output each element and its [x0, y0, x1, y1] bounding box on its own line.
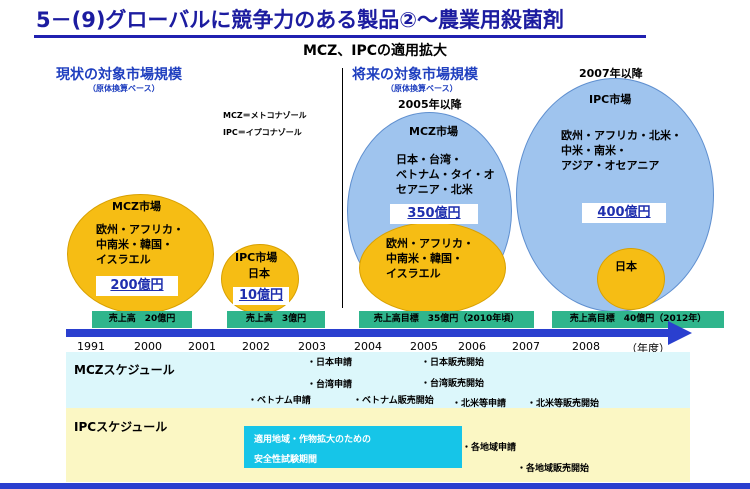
ipc-event: ・各地域申請 — [462, 443, 517, 453]
current-market-heading: 現状の対象市場規模 — [56, 67, 182, 83]
legend-ipc: IPC＝イプコナゾール — [223, 128, 302, 137]
page-title: 5－(9)グローバルに競争力のある製品②～農業用殺菌剤 — [36, 8, 564, 32]
year-label: 2007 — [512, 340, 540, 353]
timeline-arrowhead — [668, 321, 692, 345]
current-market-note: （原体換算ベース） — [88, 84, 160, 93]
future-mcz-value: 350億円 — [390, 204, 478, 224]
ipc-schedule-label: IPCスケジュール — [74, 420, 168, 434]
future-market-heading: 将来の対象市場規模 — [352, 67, 478, 83]
sales-target-ipc: 売上高目標 40億円（2012年） — [552, 311, 724, 328]
current-ipc-region: 日本 — [248, 267, 270, 280]
mcz-event: ・北米等販売開始 — [527, 399, 600, 409]
future-mcz-existing-region-1: 欧州・アフリカ・ — [386, 237, 474, 250]
safety-trial-line-1: 適用地域・作物拡大のための — [254, 435, 372, 445]
future-mcz-label: MCZ市場 — [409, 125, 458, 138]
future-market-note: （原体換算ベース） — [386, 84, 458, 93]
mcz-event: ・日本申請 — [307, 358, 353, 368]
future-ipc-new-region-2: 中米・南米・ — [561, 144, 627, 157]
future-ipc-existing-region: 日本 — [615, 260, 637, 273]
year-label: 1991 — [77, 340, 105, 353]
mcz-event: ・ベトナム販売開始 — [353, 396, 434, 406]
future-mcz-new-region-3: セアニア・北米 — [396, 183, 473, 196]
future-ipc-new-region-3: アジア・オセアニア — [561, 159, 660, 172]
year-label: 2008 — [572, 340, 600, 353]
year-label: 2001 — [188, 340, 216, 353]
year-label: 2003 — [298, 340, 326, 353]
section-divider — [342, 68, 343, 308]
year-unit-label: （年度） — [626, 342, 670, 355]
safety-trial-line-2: 安全性試験期間 — [254, 455, 318, 465]
safety-trial-period-box: 適用地域・作物拡大のための 安全性試験期間 — [244, 426, 462, 468]
mcz-schedule-label: MCZスケジュール — [74, 363, 175, 377]
year-label: 2006 — [458, 340, 486, 353]
future-mcz-new-region-2: ベトナム・タイ・オ — [396, 168, 495, 181]
legend-mcz: MCZ＝メトコナゾール — [223, 111, 307, 120]
current-ipc-value: 10億円 — [233, 287, 289, 305]
future-ipc-label: IPC市場 — [589, 93, 632, 106]
mcz-schedule-band — [66, 352, 690, 408]
future-ipc-new-region-1: 欧州・アフリカ・北米・ — [561, 129, 682, 142]
mcz-future-year-label: 2005年以降 — [398, 98, 462, 111]
future-mcz-new-region-1: 日本・台湾・ — [396, 153, 462, 166]
current-ipc-label: IPC市場 — [235, 251, 278, 264]
current-mcz-label: MCZ市場 — [112, 200, 161, 213]
current-mcz-region-3: イスラエル — [96, 253, 151, 266]
mcz-event: ・日本販売開始 — [421, 358, 485, 368]
future-mcz-existing-circle — [359, 222, 506, 314]
timeline-arrow — [66, 329, 672, 337]
future-ipc-value: 400億円 — [582, 203, 666, 223]
year-label: 2002 — [242, 340, 270, 353]
mcz-event: ・ベトナム申請 — [248, 396, 311, 406]
mcz-event: ・北米等申請 — [452, 399, 507, 409]
future-mcz-existing-region-2: 中南米・韓国・ — [386, 252, 463, 265]
current-mcz-value: 200億円 — [96, 276, 178, 296]
future-mcz-existing-region-3: イスラエル — [386, 267, 441, 280]
current-mcz-region-2: 中南米・韓国・ — [96, 238, 173, 251]
future-ipc-existing-circle — [597, 248, 665, 310]
title-underline — [34, 35, 646, 38]
sales-target-mcz: 売上高目標 35億円（2010年頃） — [359, 311, 534, 328]
sales-current-ipc: 売上高 3億円 — [227, 311, 325, 328]
mcz-event: ・台湾申請 — [307, 380, 353, 390]
year-label: 2004 — [354, 340, 382, 353]
ipc-event: ・各地域販売開始 — [517, 464, 590, 474]
year-label: 2005 — [410, 340, 438, 353]
current-mcz-region-1: 欧州・アフリカ・ — [96, 223, 184, 236]
bottom-rule — [0, 483, 750, 489]
sales-current-mcz: 売上高 20億円 — [92, 311, 192, 328]
slide-subtitle: MCZ、IPCの適用拡大 — [302, 43, 448, 59]
year-label: 2000 — [134, 340, 162, 353]
ipc-future-year-label: 2007年以降 — [579, 67, 643, 80]
mcz-event: ・台湾販売開始 — [421, 379, 485, 389]
